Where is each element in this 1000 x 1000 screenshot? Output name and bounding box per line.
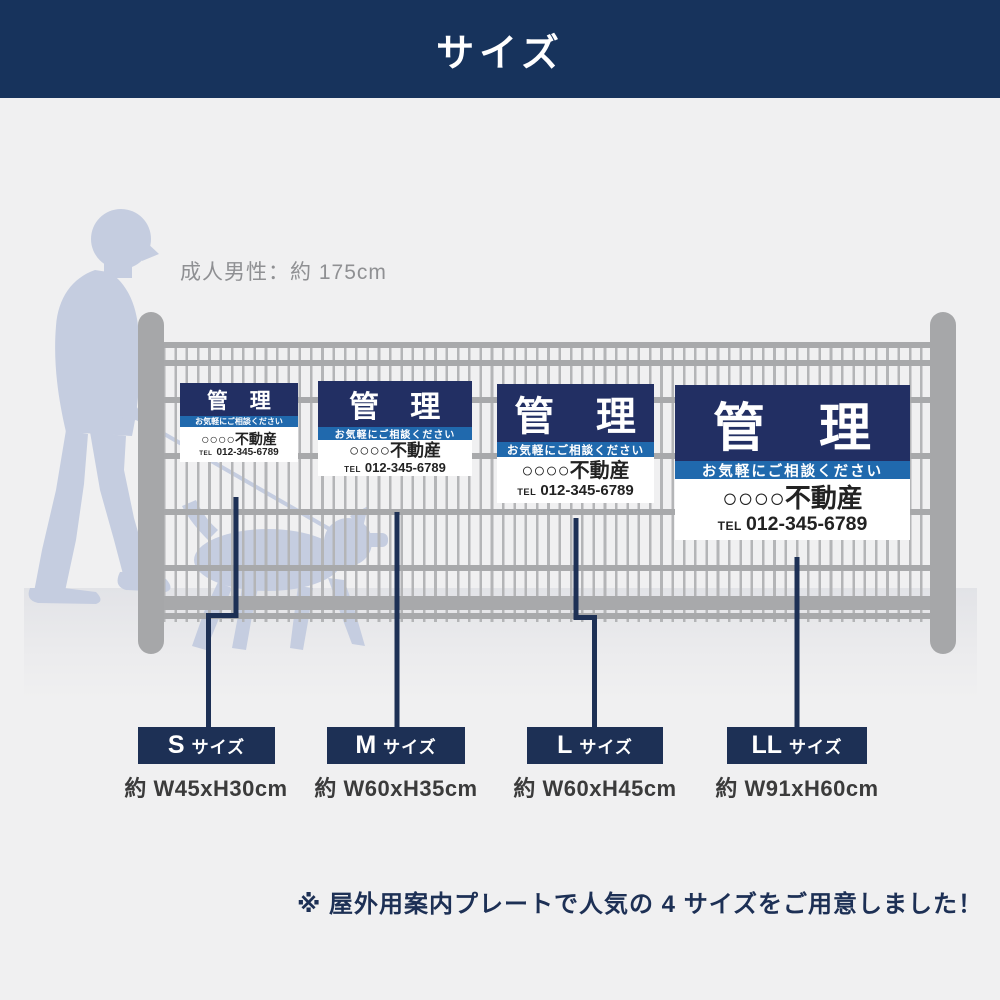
dimensions-m: 約 W60xH35cm [314,776,478,801]
sign-subtitle: お気軽にご相談ください [318,427,472,441]
tel-number: 012-345-6789 [216,447,279,459]
pointer-line-s [206,497,239,727]
tel-number: 012-345-6789 [745,512,868,535]
sign-s: 管 理 お気軽にご相談ください ○○○○不動産 TEL 012-345-6789 [180,383,298,462]
sign-title: 管 理 [497,384,654,442]
footnote: ※ 屋外用案内プレートで人気の 4 サイズをご用意しました！ [297,891,983,918]
sign-company: ○○○○不動産 [201,430,277,447]
fence-rail [152,509,948,515]
tel-label: TEL [199,450,213,458]
fence-rail [152,613,948,619]
sign-company: ○○○○不動産 [521,460,630,483]
sign-company: ○○○○不動産 [348,441,442,461]
size-letter: M [355,731,377,759]
size-letter: S [167,731,185,759]
sign-subtitle: お気軽にご相談ください [180,416,298,427]
tel-number: 012-345-6789 [364,459,446,475]
fence-rail [152,360,948,366]
sign-company: ○○○○不動産 [722,482,863,513]
sign-title: 管 理 [675,385,910,461]
sign-tel: TEL 012-345-6789 [344,459,446,475]
size-letter: L [557,731,573,759]
header-banner: サイズ [0,0,1000,98]
sign-title: 管 理 [180,383,298,416]
scale-note: 成人男性：約 175cm [180,261,387,284]
sign-ll: 管 理 お気軽にご相談ください ○○○○不動産 TEL 012-345-6789 [675,385,910,540]
pointer-lines [206,497,800,727]
fence-rail [152,565,948,571]
fence-rail-thick [152,596,948,610]
size-label-m: M サイズ [327,727,465,764]
sign-tel: TEL 012-345-6789 [517,483,633,500]
size-label-s: S サイズ [138,727,275,764]
tel-label: TEL [344,464,361,474]
sign-title: 管 理 [318,381,472,427]
page-title: サイズ [436,32,564,75]
size-letter: LL [751,731,783,759]
size-suffix: サイズ [579,738,633,757]
sign-tel: TEL 012-345-6789 [717,512,868,535]
dimensions-ll: 約 W91xH60cm [715,776,879,801]
tel-number: 012-345-6789 [540,482,634,500]
size-suffix: サイズ [383,738,437,757]
size-label-ll: LL サイズ [727,727,867,764]
size-label-l: L サイズ [527,727,663,764]
tel-label: TEL [517,487,537,498]
sign-subtitle: お気軽にご相談ください [497,442,654,457]
size-suffix: サイズ [191,738,246,757]
fence-rail [152,342,948,348]
fence-post-right [930,312,956,654]
dimensions-s: 約 W45xH30cm [124,776,288,801]
sign-subtitle: お気軽にご相談ください [675,461,910,480]
pointer-line-l [573,518,597,727]
tel-label: TEL [717,518,742,533]
sign-l: 管 理 お気軽にご相談ください ○○○○不動産 TEL 012-345-6789 [497,384,654,503]
fence-post-left [138,312,164,654]
sign-tel: TEL 012-345-6789 [199,447,278,458]
dimensions-l: 約 W60xH45cm [513,776,677,801]
size-suffix: サイズ [789,738,843,757]
sign-m: 管 理 お気軽にご相談ください ○○○○不動産 TEL 012-345-6789 [318,381,472,476]
